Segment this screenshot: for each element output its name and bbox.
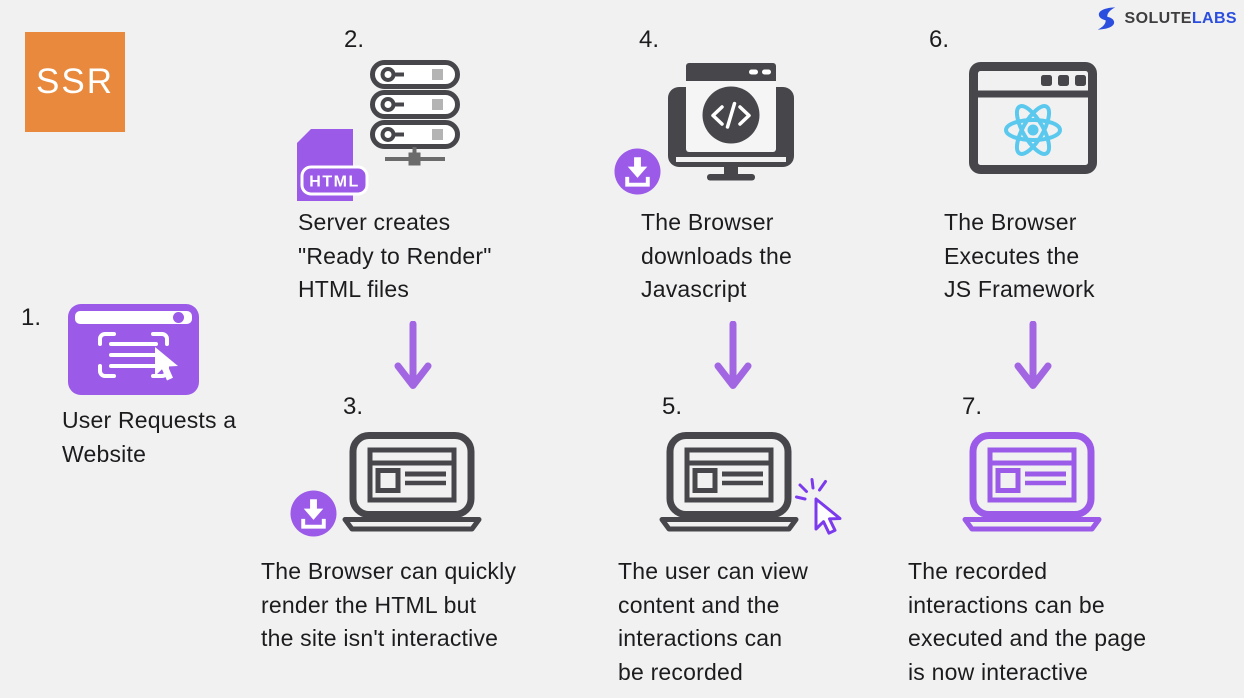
download-badge-icon — [614, 148, 661, 195]
browser-click-icon — [68, 304, 199, 395]
react-logo-icon — [1004, 104, 1062, 156]
step-6-caption: The Browser Executes the JS Framework — [944, 209, 1095, 302]
browser-code-icon — [668, 63, 794, 181]
flow-arrow-step-6-to-7 — [1014, 321, 1052, 395]
laptop-icon — [659, 432, 799, 532]
logo-text-solute: SOLUTE — [1124, 9, 1192, 27]
laptop-icon — [342, 432, 482, 532]
server-icon — [370, 60, 460, 166]
network-connector — [385, 147, 445, 166]
step-2-caption: Server creates "Ready to Render" HTML fi… — [298, 209, 492, 302]
step-5-number: 5. — [662, 393, 683, 420]
step-6-number: 6. — [929, 26, 950, 53]
step-4-caption: The Browser downloads the Javascript — [641, 209, 792, 302]
step-1-caption: User Requests a Website — [62, 407, 237, 467]
logo-text-labs: LABS — [1191, 9, 1237, 27]
ssr-title-badge: SSR — [25, 32, 125, 132]
step-7-number: 7. — [962, 393, 983, 420]
step-2-number: 2. — [344, 26, 365, 53]
code-glyph — [711, 101, 751, 129]
step-3-caption: The Browser can quickly render the HTML … — [261, 558, 517, 651]
step-4-number: 4. — [639, 26, 660, 53]
html-file-label: HTML — [309, 174, 359, 191]
click-cursor-icon — [795, 478, 842, 535]
step-3-number: 3. — [343, 393, 364, 420]
laptop-interactive-icon — [962, 432, 1102, 532]
flow-arrow-step-4-to-5 — [714, 321, 752, 395]
ssr-title-label: SSR — [36, 62, 114, 101]
solutelabs-logo-text: SOLUTELABS — [1125, 10, 1237, 28]
step-7-caption: The recorded interactions can be execute… — [908, 558, 1147, 685]
step-1-number: 1. — [21, 304, 42, 331]
download-badge-icon — [290, 490, 337, 537]
solutelabs-logo: SOLUTELABS — [1093, 5, 1237, 32]
html-file-icon: HTML — [297, 129, 369, 201]
solutelabs-logo-icon — [1097, 7, 1115, 30]
browser-react-icon — [969, 62, 1097, 174]
step-5-caption: The user can view content and the intera… — [618, 558, 809, 685]
flow-arrow-step-2-to-3 — [394, 321, 432, 395]
